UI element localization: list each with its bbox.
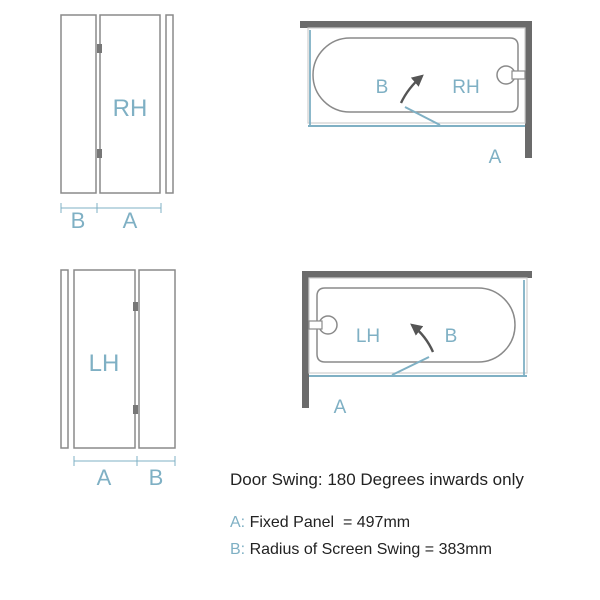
lh-hinge-bottom	[133, 405, 138, 414]
rh-tap-spout	[511, 70, 526, 80]
rh-plan-wall-top	[300, 21, 532, 28]
rh-elevation-diagram: RH B A	[60, 14, 174, 233]
rh-plan-diagram: B RH A	[300, 21, 532, 168]
legend-key-b: B:	[230, 541, 246, 558]
lh-hinge-top	[133, 302, 138, 311]
rh-return-panel	[60, 14, 97, 194]
legend-row-a: A: Fixed Panel = 497mm	[230, 514, 410, 532]
rh-swing-arrow	[399, 74, 424, 104]
rh-hinge-bottom	[97, 149, 102, 158]
rh-plan-handing-label: RH	[452, 77, 479, 98]
rh-door-panel	[99, 14, 161, 194]
rh-bath-outline	[307, 27, 526, 124]
rh-wall-strip	[165, 14, 174, 194]
lh-plan-wall-left	[302, 271, 309, 408]
rh-bath-basin	[312, 37, 519, 113]
lh-dim-label-b: B	[149, 465, 164, 490]
lh-door-panel	[73, 269, 136, 449]
legend-text-b: Radius of Screen Swing = 383mm	[245, 541, 492, 558]
lh-door-swing-line	[391, 356, 430, 376]
lh-plan-wall-top	[302, 271, 532, 278]
legend-text-a: Fixed Panel = 497mm	[245, 514, 411, 531]
lh-elevation-diagram: LH A B	[60, 269, 176, 490]
legend-row-b: B: Radius of Screen Swing = 383mm	[230, 541, 492, 559]
rh-dim-label-b: B	[71, 208, 86, 233]
lh-tap-spout	[308, 320, 323, 330]
door-swing-text: Door Swing: 180 Degrees inwards only	[230, 470, 524, 489]
legend-key-a: A:	[230, 514, 246, 531]
lh-bath-basin	[316, 287, 516, 363]
lh-plan-fixed-label: A	[334, 397, 347, 418]
lh-swing-arrow	[410, 323, 435, 353]
lh-wall-strip	[60, 269, 69, 449]
rh-door-swing-line	[404, 106, 441, 126]
lh-dim-label-a: A	[97, 465, 112, 490]
rh-hinge-top	[97, 44, 102, 53]
lh-plan-handing-label: LH	[356, 326, 380, 347]
lh-plan-diagram: LH B A	[302, 271, 532, 418]
rh-plan-wall-right	[525, 21, 532, 158]
rh-elevation-handing-label: RH	[113, 95, 148, 122]
lh-elevation-handing-label: LH	[89, 350, 120, 377]
door-swing-note: Door Swing: 180 Degrees inwards only	[230, 470, 524, 490]
rh-plan-fixed-label: A	[489, 147, 502, 168]
rh-plan-swing-label: B	[376, 77, 389, 98]
lh-plan-swing-label: B	[445, 326, 458, 347]
rh-dim-label-a: A	[123, 208, 138, 233]
lh-return-panel	[138, 269, 176, 449]
